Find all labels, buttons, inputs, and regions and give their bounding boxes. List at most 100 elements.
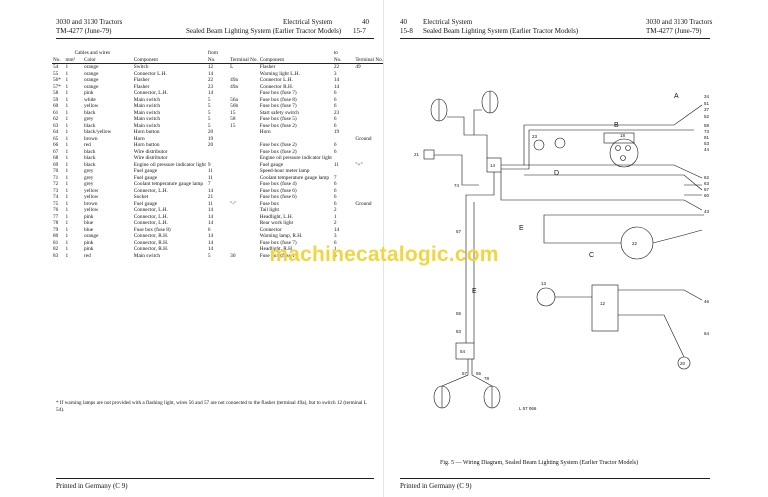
table-cell: Fuse box (fuse 5) bbox=[259, 116, 297, 122]
table-cell: 5 bbox=[207, 96, 211, 103]
table-cell: 69 bbox=[53, 161, 59, 168]
table-cell: 15 bbox=[230, 109, 236, 116]
table-cell: 14 bbox=[207, 220, 214, 226]
table-cell: Headlight, R.H. bbox=[259, 246, 294, 252]
table-cell: Connector, R.H. bbox=[133, 246, 169, 252]
table-cell: 6 bbox=[333, 116, 337, 122]
table-cell: 1 bbox=[65, 181, 69, 187]
table-cell: Connector, L.H. bbox=[133, 207, 168, 213]
table-cell: Connector R.H. bbox=[259, 83, 294, 90]
table-cell: 14 bbox=[207, 70, 214, 77]
table-cell: Flasher bbox=[133, 83, 150, 90]
table-cell: Horn button bbox=[133, 142, 160, 148]
table-cell: 6 bbox=[207, 226, 211, 233]
svg-text:37: 37 bbox=[704, 107, 710, 112]
group-from: from bbox=[207, 50, 218, 56]
svg-text:18: 18 bbox=[620, 133, 626, 138]
table-cell: 1 bbox=[65, 90, 69, 96]
table-cell: L bbox=[230, 64, 234, 70]
table-cell: 19 bbox=[207, 135, 214, 142]
group-to: to bbox=[333, 50, 338, 56]
table-cell: Engine oil pressure indicator light bbox=[259, 155, 332, 161]
header-code: TM-4277 (June-79) bbox=[56, 27, 112, 35]
table-cell: 71 bbox=[53, 174, 59, 181]
table-cell: grey bbox=[84, 116, 94, 122]
svg-text:58: 58 bbox=[704, 123, 710, 128]
table-cell: Fuse box (fuse 6) bbox=[259, 194, 297, 200]
table-cell: black bbox=[84, 155, 96, 161]
table-cell: Connector L.H. bbox=[259, 77, 293, 83]
table-cell: 14 bbox=[207, 213, 214, 220]
col-mm: mm² bbox=[65, 56, 76, 63]
footer-text: Printed in Germany (C 9) bbox=[56, 482, 128, 490]
table-cell: Fuel gauge bbox=[133, 168, 158, 174]
table-cell: 1 bbox=[65, 168, 69, 174]
svg-text:14: 14 bbox=[490, 163, 496, 168]
table-cell: 60 bbox=[53, 103, 59, 109]
table-cell: Main switch bbox=[133, 96, 161, 103]
table-cell: blue bbox=[84, 226, 94, 233]
table-cell: 1 bbox=[65, 148, 69, 155]
fuel-gauge-icon bbox=[536, 287, 556, 307]
table-cell: 14 bbox=[207, 233, 214, 239]
table-cell: Connector bbox=[259, 226, 282, 233]
table-cell: orange bbox=[84, 77, 99, 83]
table-cell: Fuse box (fuse 7) bbox=[259, 239, 297, 246]
table-cell: Fuse box (fuse 1) bbox=[259, 252, 297, 259]
table-cell: 73 bbox=[53, 187, 59, 194]
svg-text:52: 52 bbox=[704, 114, 710, 119]
table-cell: 1 bbox=[65, 194, 69, 200]
table-cell: 55 bbox=[53, 70, 59, 77]
svg-text:34: 34 bbox=[704, 94, 710, 99]
table-cell: Fuel gauge bbox=[133, 200, 158, 207]
table-cell: 1 bbox=[65, 83, 69, 90]
col-to-no: No. bbox=[333, 56, 342, 63]
table-cell: Fuse box (fuse 8) bbox=[133, 226, 171, 233]
table-cell: 6 bbox=[333, 148, 337, 155]
table-cell: 20 bbox=[207, 129, 214, 135]
svg-text:63: 63 bbox=[704, 181, 710, 186]
table-cell: yellow bbox=[84, 194, 99, 200]
table-cell: 5 bbox=[207, 122, 211, 129]
table-cell: 1 bbox=[65, 233, 69, 239]
table-cell: 1 bbox=[65, 187, 69, 194]
table-cell: 1 bbox=[333, 246, 337, 252]
svg-text:22: 22 bbox=[632, 241, 638, 246]
header-section: Electrical System bbox=[283, 18, 333, 26]
table-cell: 30 bbox=[230, 252, 236, 259]
table-cell: 1 bbox=[65, 64, 69, 70]
table-cell: 49 bbox=[355, 64, 361, 70]
table-cell: 6 bbox=[333, 122, 337, 129]
wiring-diagram: A B C D E E 23 18 21 14 22 13 12 54 20 3… bbox=[414, 90, 710, 411]
svg-text:13: 13 bbox=[541, 281, 547, 286]
table-cell: 5 bbox=[207, 103, 211, 109]
table-cell: 1 bbox=[65, 96, 69, 103]
table-cell: 67 bbox=[53, 148, 59, 155]
table-cell: 5 bbox=[207, 116, 211, 122]
svg-text:78: 78 bbox=[484, 376, 490, 381]
table-cell: brown bbox=[84, 200, 98, 207]
group-cables: Cables and wires bbox=[74, 50, 111, 56]
table-cell: 58 bbox=[53, 90, 59, 96]
table-cell: black bbox=[84, 122, 96, 129]
table-cell: 56b bbox=[230, 103, 239, 109]
table-cell: Connector L.H. bbox=[133, 70, 167, 77]
table-cell: Ground bbox=[355, 135, 372, 142]
table-cell: Start safety switch bbox=[259, 109, 299, 116]
table-cell: 1 bbox=[65, 246, 69, 252]
svg-text:57: 57 bbox=[456, 229, 462, 234]
table-cell: 11 bbox=[207, 168, 213, 174]
table-cell: 14 bbox=[333, 83, 340, 90]
table-cell: 61 bbox=[53, 109, 59, 116]
table-cell: 14 bbox=[207, 239, 214, 246]
table-cell: 6 bbox=[333, 194, 337, 200]
svg-text:12: 12 bbox=[600, 301, 606, 306]
footer-text: Printed in Germany (C 9) bbox=[400, 482, 472, 490]
